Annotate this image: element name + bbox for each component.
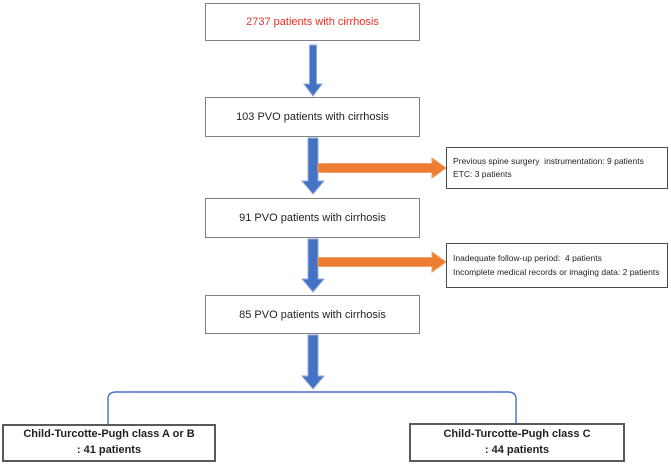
down-arrow-4-icon — [300, 334, 326, 390]
box-pvo-91-label: 91 PVO patients with cirrhosis — [239, 212, 386, 224]
box-ctp-class-a-b: Child-Turcotte-Pugh class A or B : 41 pa… — [2, 424, 216, 462]
exclusion-arrow-2-icon — [317, 251, 447, 273]
box-ctp-class-c-line2: : 44 patients — [484, 443, 550, 456]
box-exclusion-1-line2: ETC: 3 patients — [453, 169, 512, 179]
box-pvo-103: 103 PVO patients with cirrhosis — [205, 97, 420, 137]
box-exclusion-2-line2: Incomplete medical records or imaging da… — [453, 266, 660, 277]
box-pvo-91: 91 PVO patients with cirrhosis — [205, 198, 420, 238]
down-arrow-3-icon — [300, 238, 326, 293]
down-arrow-2-icon — [300, 137, 326, 195]
box-pvo-85: 85 PVO patients with cirrhosis — [205, 295, 420, 334]
down-arrow-1-icon — [303, 44, 323, 97]
box-ctp-class-a-b-line2: : 41 patients — [76, 444, 142, 456]
box-ctp-class-c-line1: Child-Turcotte-Pugh class C — [443, 427, 591, 440]
exclusion-arrow-1-icon — [317, 157, 447, 179]
branch-connector-line — [107, 391, 517, 424]
box-total-patients-label: 2737 patients with cirrhosis — [246, 16, 379, 28]
box-exclusion-2: Inadequate follow-up period: 4 patients … — [446, 243, 668, 288]
box-pvo-85-label: 85 PVO patients with cirrhosis — [239, 308, 386, 321]
box-exclusion-2-line1: Inadequate follow-up period: 4 patients — [453, 253, 602, 264]
box-pvo-103-label: 103 PVO patients with cirrhosis — [236, 111, 389, 123]
box-ctp-class-a-b-line1: Child-Turcotte-Pugh class A or B — [23, 428, 195, 441]
box-total-patients: 2737 patients with cirrhosis — [205, 3, 420, 41]
box-exclusion-1-line1: Previous spine surgery instrumentation: … — [453, 155, 644, 166]
box-exclusion-1: Previous spine surgery instrumentation: … — [446, 147, 668, 189]
box-ctp-class-c: Child-Turcotte-Pugh class C : 44 patient… — [409, 423, 625, 462]
